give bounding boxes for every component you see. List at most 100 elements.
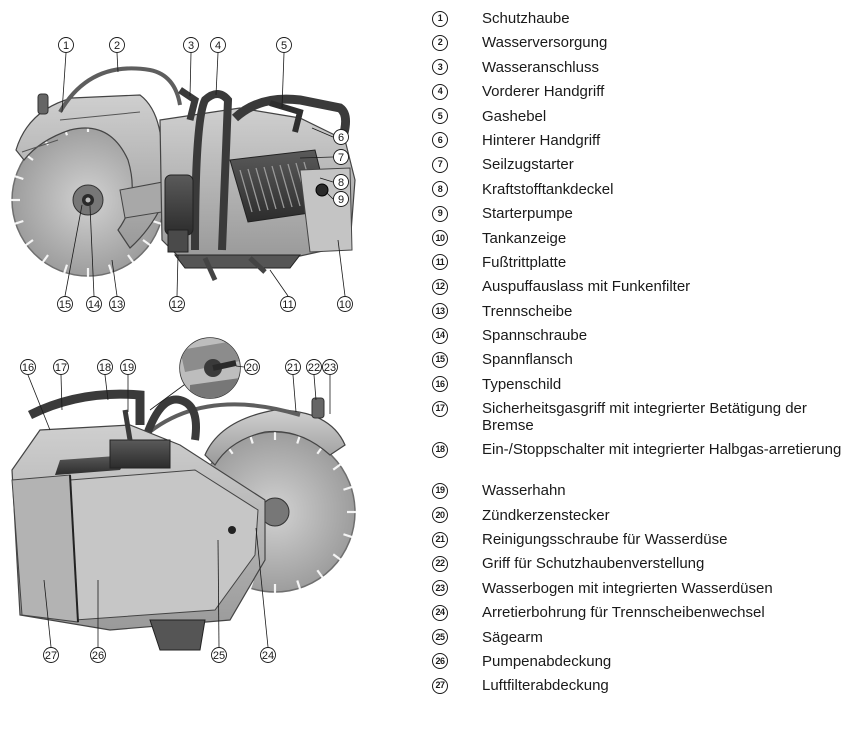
- callout-number: 16: [22, 362, 34, 374]
- legend-number: 11: [432, 254, 448, 270]
- legend-label: Wasserversorgung: [482, 34, 850, 51]
- legend-number: 24: [432, 605, 448, 621]
- legend-item-20: 20 Zündkerzenstecker: [430, 507, 850, 531]
- callout-number: 13: [111, 299, 123, 311]
- legend-number: 13: [432, 303, 448, 319]
- callout-number: 10: [339, 299, 351, 311]
- callout-number: 24: [262, 650, 274, 662]
- legend-label: Fußtrittplatte: [482, 254, 850, 271]
- callout-number: 17: [55, 362, 67, 374]
- legend-number: 20: [432, 507, 448, 523]
- legend-number: 23: [432, 580, 448, 596]
- callout-24: 24: [261, 648, 276, 663]
- legend-item-4: 4 Vorderer Handgriff: [430, 83, 850, 107]
- callout-number: 26: [92, 650, 104, 662]
- legend-number: 25: [432, 629, 448, 645]
- legend-label: Reinigungsschraube für Wasserdüse: [482, 531, 850, 548]
- legend-item-11: 11 Fußtrittplatte: [430, 254, 850, 278]
- callout-16: 16: [21, 360, 36, 375]
- callout-9: 9: [334, 192, 349, 207]
- legend-number: 8: [432, 181, 448, 197]
- legend-label: Hinterer Handgriff: [482, 132, 850, 149]
- legend-label: Griff für Schutzhaubenverstellung: [482, 555, 850, 572]
- callout-number: 2: [114, 40, 120, 52]
- spark-plug-detail-inset: [150, 335, 248, 410]
- callout-4: 4: [211, 38, 226, 53]
- legend-number: 7: [432, 157, 448, 173]
- legend-item-21: 21 Reinigungsschraube für Wasserdüse: [430, 531, 850, 555]
- legend-item-24: 24 Arretierbohrung für Trennscheibenwechs…: [430, 604, 850, 628]
- legend-label: Schutzhaube: [482, 10, 850, 27]
- legend-label: Wasseranschluss: [482, 59, 850, 76]
- callout-2: 2: [110, 38, 125, 53]
- legend-label: Pumpenabdeckung: [482, 653, 850, 670]
- callout-8: 8: [334, 175, 349, 190]
- callout-3: 3: [184, 38, 199, 53]
- legend-label: Vorderer Handgriff: [482, 83, 850, 100]
- legend-label: Luftfilterabdeckung: [482, 677, 850, 694]
- callout-6: 6: [334, 130, 349, 145]
- legend-label: Ein-/Stoppschalter mit integrierter Halb…: [482, 441, 850, 458]
- callout-11: 11: [281, 297, 296, 312]
- callout-21: 21: [286, 360, 301, 375]
- callout-number: 7: [338, 152, 344, 164]
- legend-label: Sicherheitsgasgriff mit integrierter Bet…: [482, 400, 850, 434]
- legend-number: 4: [432, 84, 448, 100]
- saw-bottom-view: [12, 394, 356, 650]
- callout-23: 23: [323, 360, 338, 375]
- legend-label: Zündkerzenstecker: [482, 507, 850, 524]
- legend-label: Arretierbohrung für Trennscheibenwechsel: [482, 604, 850, 621]
- callout-number: 4: [215, 40, 221, 52]
- legend-number: 9: [432, 206, 448, 222]
- legend-number: 14: [432, 328, 448, 344]
- legend-label: Tankanzeige: [482, 230, 850, 247]
- legend-number: 5: [432, 108, 448, 124]
- callout-26: 26: [91, 648, 106, 663]
- callout-18: 18: [98, 360, 113, 375]
- callout-number: 11: [282, 299, 293, 311]
- callout-5: 5: [277, 38, 292, 53]
- legend-item-17: 17 Sicherheitsgasgriff mit integrierter B…: [430, 400, 850, 441]
- legend-item-25: 25 Sägearm: [430, 629, 850, 653]
- callout-14: 14: [87, 297, 102, 312]
- callout-12: 12: [170, 297, 185, 312]
- legend-number: 3: [432, 59, 448, 75]
- callout-10: 10: [338, 297, 353, 312]
- legend-number: 19: [432, 483, 448, 499]
- legend-item-26: 26 Pumpenabdeckung: [430, 653, 850, 677]
- callout-number: 8: [338, 177, 344, 189]
- legend-number: 15: [432, 352, 448, 368]
- legend-label: Seilzugstarter: [482, 156, 850, 173]
- callout-number: 22: [308, 362, 320, 374]
- callout-number: 15: [59, 299, 71, 311]
- legend-number: 17: [432, 401, 448, 417]
- legend-label: Typenschild: [482, 376, 850, 393]
- callout-number: 9: [338, 194, 344, 206]
- legend-item-3: 3 Wasseranschluss: [430, 59, 850, 83]
- legend-item-19: 19 Wasserhahn: [430, 482, 850, 506]
- legend-number: 21: [432, 532, 448, 548]
- callout-22: 22: [307, 360, 322, 375]
- legend-item-12: 12 Auspuffauslass mit Funkenfilter: [430, 278, 850, 302]
- callout-19: 19: [121, 360, 136, 375]
- legend-label: Starterpumpe: [482, 205, 850, 222]
- legend-label: Sägearm: [482, 629, 850, 646]
- callout-number: 23: [324, 362, 336, 374]
- legend-item-9: 9 Starterpumpe: [430, 205, 850, 229]
- legend-label: Auspuffauslass mit Funkenfilter: [482, 278, 850, 295]
- legend-number: 12: [432, 279, 448, 295]
- callout-1: 1: [59, 38, 74, 53]
- legend-label: Wasserbogen mit integrierten Wasserdüsen: [482, 580, 850, 597]
- legend-label: Wasserhahn: [482, 482, 850, 499]
- legend-number: 26: [432, 653, 448, 669]
- callout-number: 20: [246, 362, 258, 374]
- callout-number: 6: [338, 132, 344, 144]
